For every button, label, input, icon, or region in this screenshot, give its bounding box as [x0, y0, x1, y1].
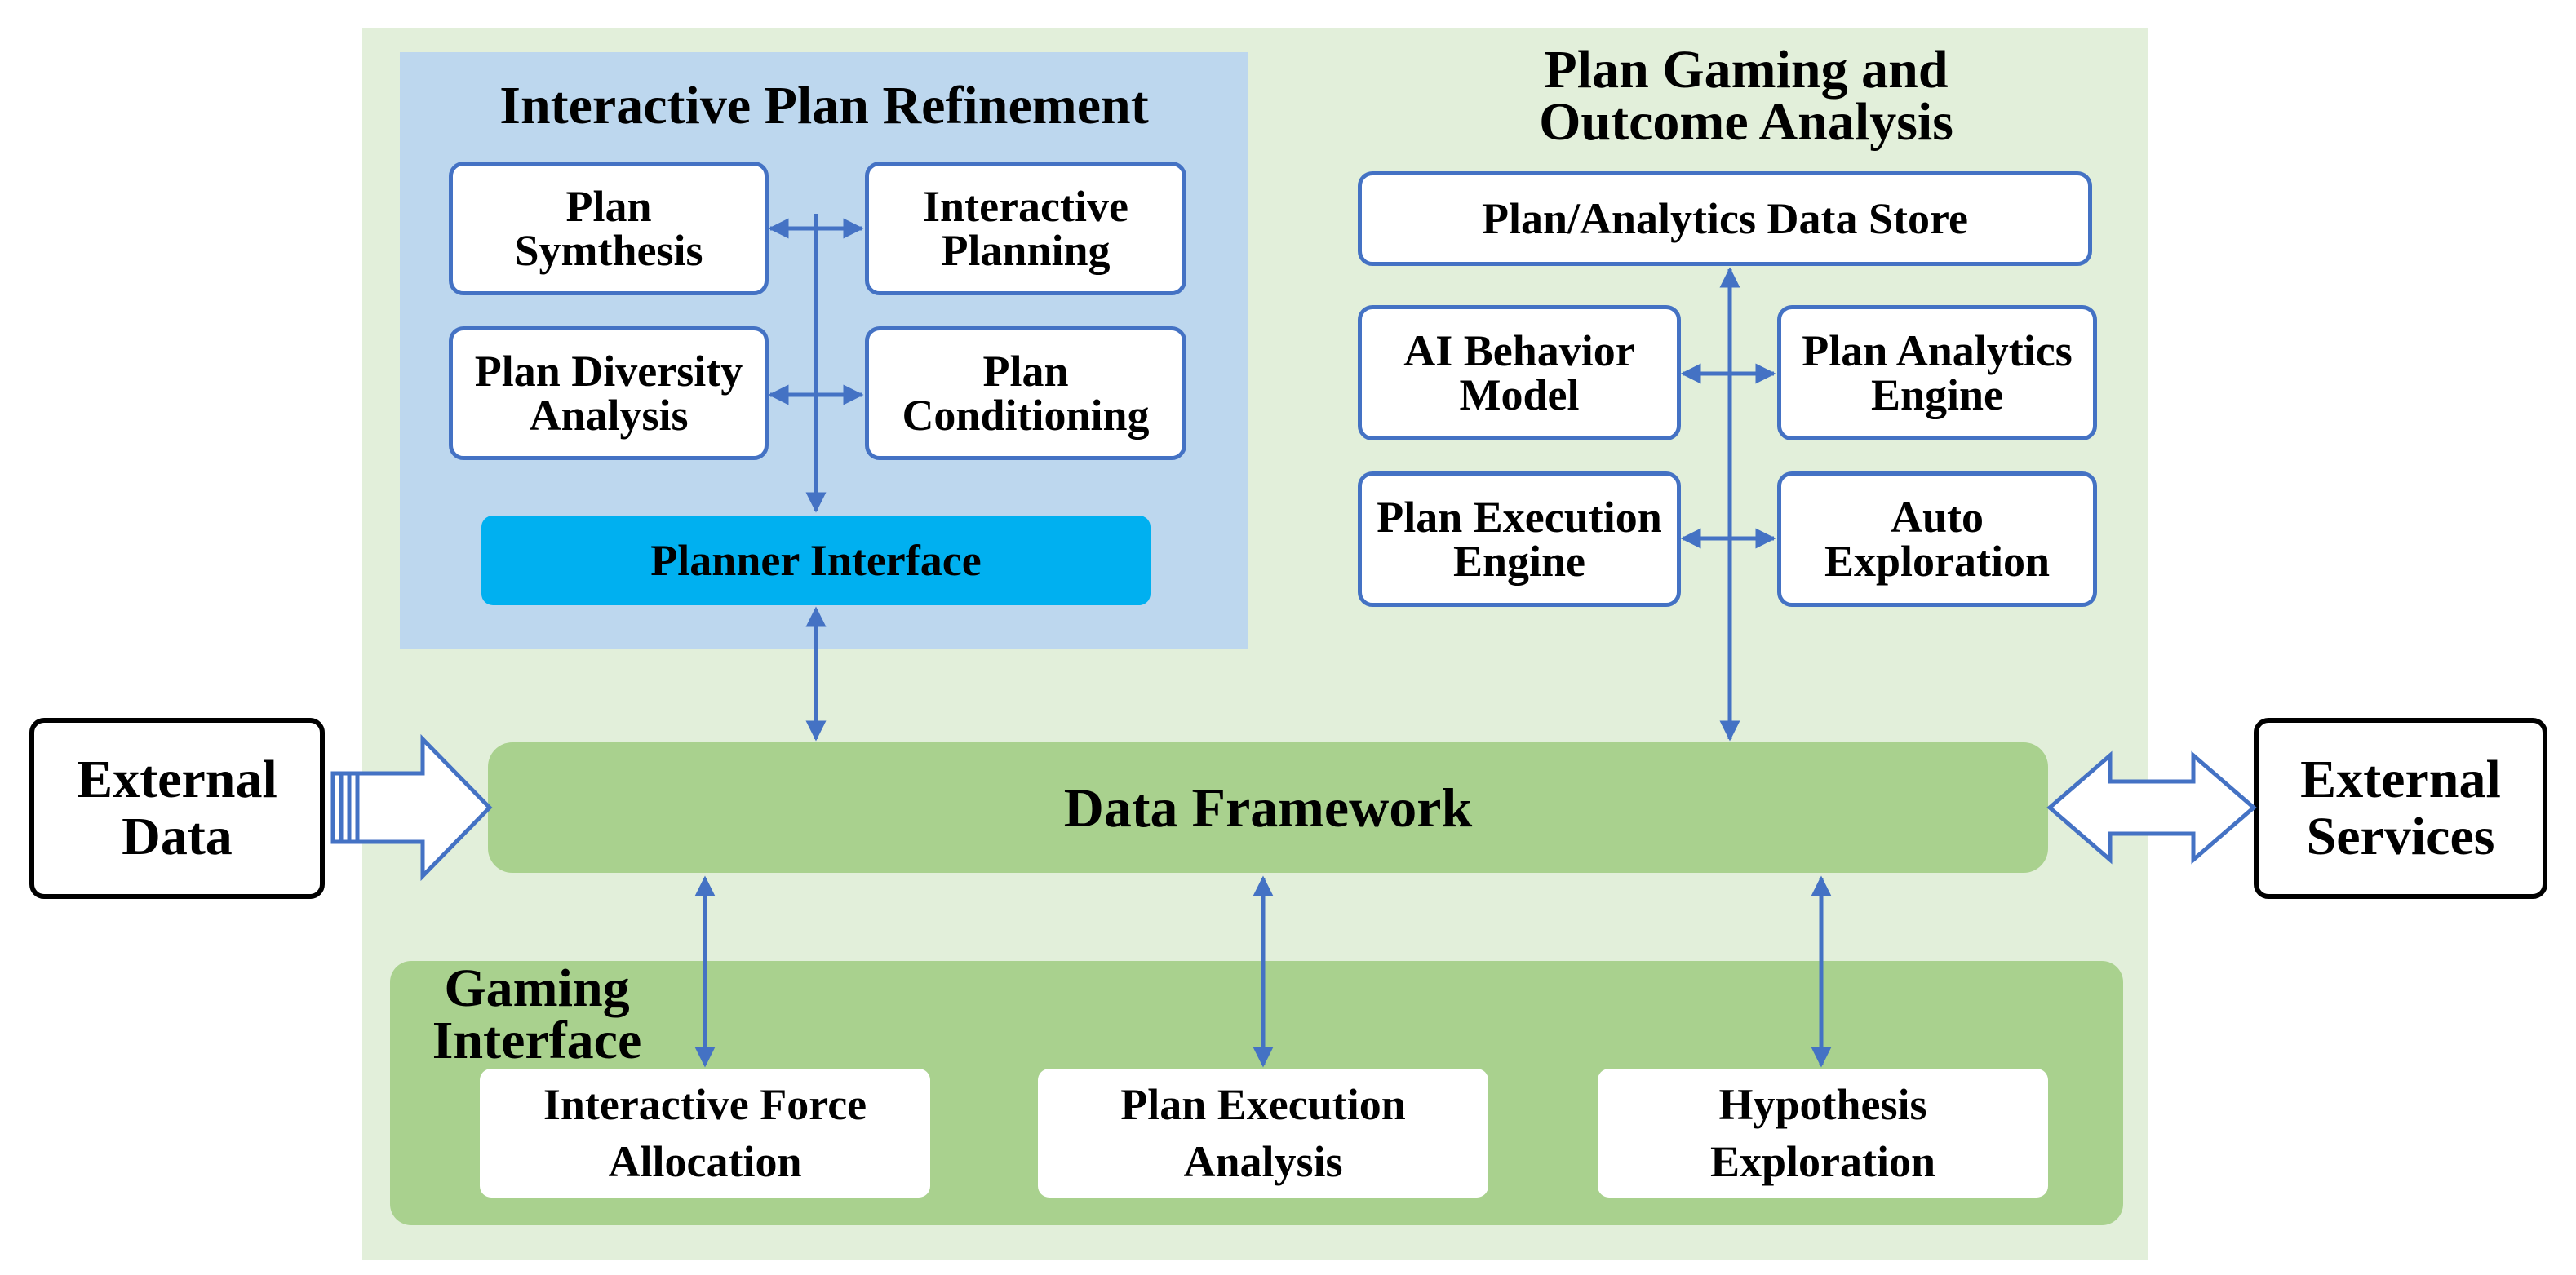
data-framework: Data Framework: [488, 742, 2048, 873]
external-data-arrow: [330, 733, 493, 882]
ai-behavior-model-box: AI Behavior Model: [1358, 305, 1681, 440]
plan-diversity-analysis-box: Plan Diversity Analysis: [449, 326, 769, 460]
plan-analytics-engine-box: Plan Analytics Engine: [1777, 305, 2097, 440]
plan-conditioning-box: Plan Conditioning: [865, 326, 1186, 460]
interactive-force-allocation-box: Interactive Force Allocation: [480, 1069, 930, 1198]
plan-synthesis-box: Plan Symthesis: [449, 162, 769, 295]
pgoa-title: Plan Gaming and Outcome Analysis: [1539, 40, 1953, 152]
external-services-arrow: [2046, 750, 2257, 865]
data-store-box: Plan/Analytics Data Store: [1358, 171, 2092, 266]
ipr-title: Interactive Plan Refinement: [499, 76, 1149, 135]
external-services-box: External Services: [2254, 718, 2547, 899]
planner-interface: Planner Interface: [481, 516, 1151, 605]
hypothesis-exploration-box: Hypothesis Exploration: [1598, 1069, 2048, 1198]
external-data-box: External Data: [29, 718, 325, 899]
plan-execution-engine-box: Plan Execution Engine: [1358, 471, 1681, 607]
interactive-planning-box: Interactive Planning: [865, 162, 1186, 295]
auto-exploration-box: Auto Exploration: [1777, 471, 2097, 607]
plan-execution-analysis-box: Plan Execution Analysis: [1038, 1069, 1488, 1198]
gaming-interface-title: Gaming Interface: [432, 958, 642, 1070]
